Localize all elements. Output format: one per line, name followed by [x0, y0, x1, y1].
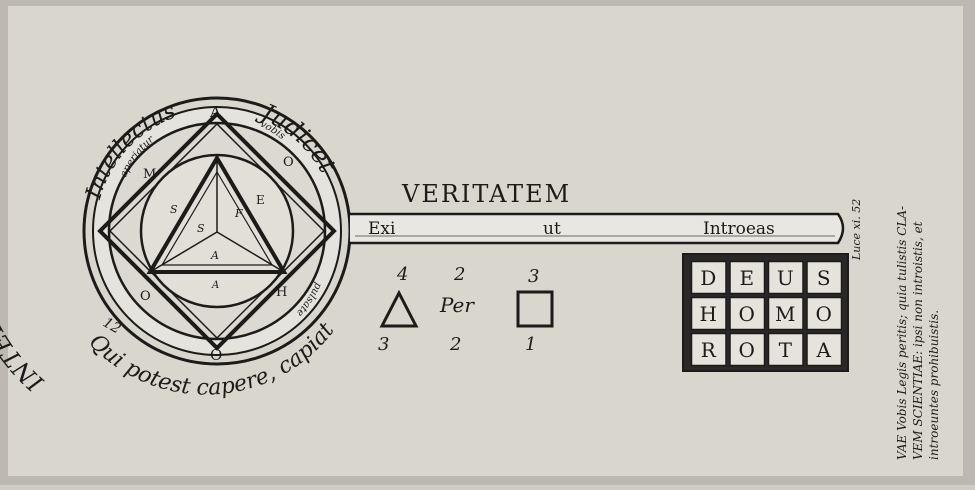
triangle-letter-left: S	[170, 203, 178, 216]
caption-line-2: VEM SCIENTIAE: ipsi non introistis, et	[911, 221, 925, 460]
bit-letter: U	[777, 266, 794, 290]
bit-letter: A	[816, 338, 832, 362]
number-top-1: 4	[396, 264, 408, 285]
shaft-word-ut: ut	[543, 219, 561, 239]
ring-letter-top: A	[209, 103, 221, 121]
triangle-letter-center: S	[197, 222, 205, 235]
number-top-2: 2	[453, 264, 465, 285]
bit-letter: O	[739, 338, 755, 362]
bit-letter: D	[700, 266, 716, 290]
triangle-letter-right: F	[234, 207, 243, 220]
triangle-letter-lowest: A	[211, 280, 219, 291]
shaft-word-introeas: Introeas	[703, 219, 775, 239]
caption-line-1: VAE Vobis Legis peritis; quia tulistis C…	[895, 206, 909, 460]
square-letter-e: E	[256, 193, 265, 207]
number-bottom-2: 2	[449, 334, 461, 355]
bit-letter: T	[779, 338, 793, 362]
number-bottom-3: 1	[525, 334, 536, 355]
number-bottom-1: 3	[378, 334, 389, 355]
square-letter-o-bottom: O	[140, 289, 151, 304]
bit-letter: O	[816, 302, 832, 326]
bit-letter: S	[817, 266, 831, 290]
triangle-letter-bottom: A	[210, 249, 219, 262]
caption-line-3: introeuntes prohibuistis.	[927, 310, 941, 460]
bit-letter: H	[700, 302, 717, 326]
square-letter-o-top: O	[283, 155, 294, 170]
ring-letter-bottom: O	[210, 346, 222, 364]
number-top-3: 3	[528, 266, 539, 287]
caption-reference: Luce xi. 52	[850, 199, 863, 261]
shaft-word-exi: Exi	[368, 219, 396, 239]
veritatem-label: VERITATEM	[401, 180, 571, 208]
bit-letter: R	[701, 338, 717, 362]
square-letter-m: M	[143, 167, 156, 182]
bit-letter: M	[775, 302, 795, 326]
per-label: Per	[439, 293, 475, 317]
bit-letter: O	[739, 302, 755, 326]
bit-letter: E	[739, 266, 754, 290]
square-letter-h: H	[276, 285, 287, 300]
